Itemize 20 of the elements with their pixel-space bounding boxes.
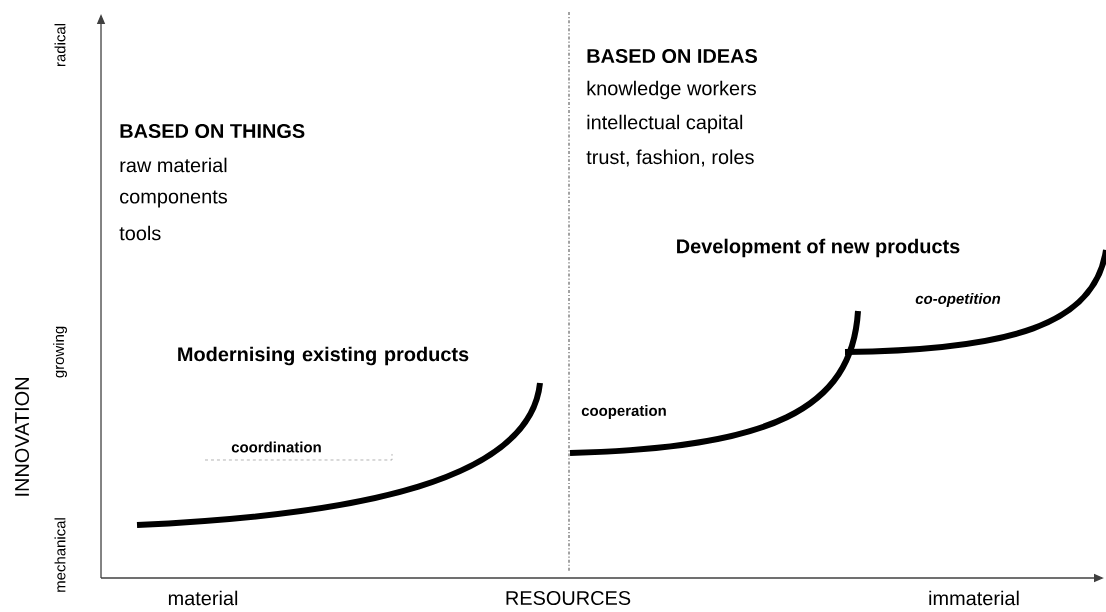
curve-label: Development of new products [677, 238, 960, 258]
list-item: raw material [120, 157, 227, 173]
curve-label: Modernising existing products [178, 346, 469, 366]
curve-label: coordination [231, 441, 321, 453]
axis-label: material [168, 590, 238, 606]
list-item: tools [119, 225, 161, 241]
heading: BASED ON THINGS [120, 123, 305, 139]
list-item: knowledge workers [587, 80, 756, 100]
axis-label: immaterial [929, 590, 1019, 606]
axis-title: INNOVATION [14, 378, 30, 496]
axis-level-label: mechanical [54, 518, 66, 592]
curve-label: co-opetition [915, 293, 1001, 307]
list-item: intellectual capital [587, 114, 743, 134]
list-item: trust, fashion, roles [586, 149, 754, 167]
axis-level-label: growing [53, 326, 67, 378]
axis-level-label: radical [54, 24, 66, 66]
curve-label: cooperation [581, 405, 666, 419]
heading: BASED ON IDEAS [587, 48, 757, 64]
list-item: components [120, 190, 227, 208]
axis-title: RESOURCES [506, 590, 631, 606]
